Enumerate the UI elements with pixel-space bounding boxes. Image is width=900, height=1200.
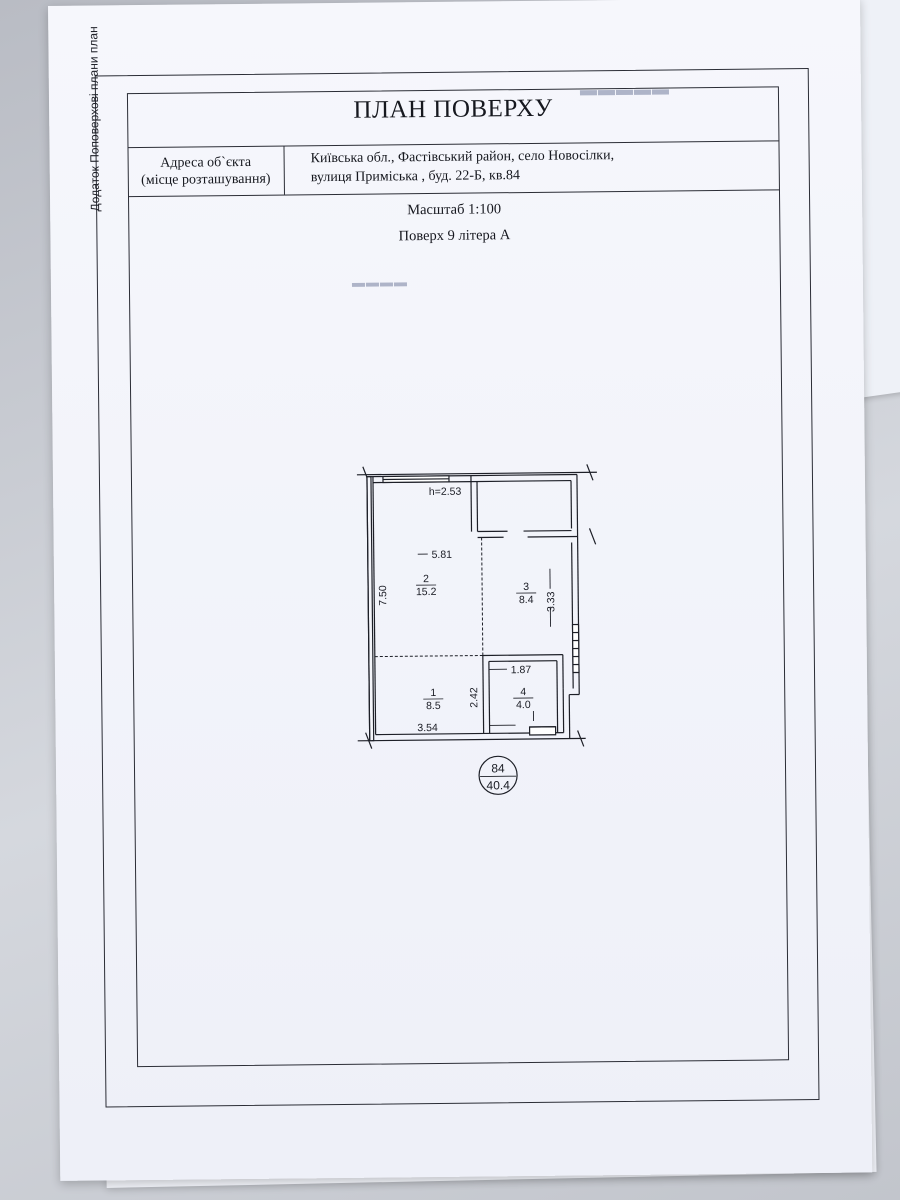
address-label: Адреса об`єкта (місце розташування) [127, 146, 285, 197]
room3-area: 8.4 [519, 594, 534, 606]
side-note-text: Додаток Поповерхові плани план [86, 26, 103, 212]
room2-number: 2 [423, 573, 429, 585]
page-title: ПЛАН ПОВЕРХУ [353, 94, 553, 124]
room1-number: 1 [430, 687, 436, 699]
room3-depth-dimension: 3.33 [545, 591, 557, 612]
total-depth-dimension: 7.50 [377, 585, 389, 606]
address-table: Адреса об`єкта (місце розташування) Київ… [127, 140, 780, 198]
show-through-mark: ▬▬▬▬ [350, 274, 407, 290]
side-note: Додаток Поповерхові плани план [86, 26, 116, 231]
room4-number: 4 [520, 686, 526, 698]
room4-depth-dimension: 2.42 [468, 687, 480, 708]
room2-area: 15.2 [416, 586, 437, 598]
address-label-line1: Адреса об`єкта [160, 154, 252, 171]
room2-width-dimension: 5.81 [431, 549, 452, 561]
apartment-number: 84 [491, 761, 505, 775]
apartment-badge [478, 755, 518, 795]
room4-width-dimension: 1.87 [511, 664, 532, 676]
room4-area: 4.0 [516, 699, 531, 711]
plan-sheet: Додаток Поповерхові плани план ▬▬▬▬▬ ▬▬▬… [48, 0, 873, 1181]
apartment-total-area: 40.4 [486, 778, 510, 792]
address-label-line2: (місце розташування) [141, 171, 271, 189]
address-line2: вулиця Приміська , буд. 22-Б, кв.84 [310, 168, 521, 186]
room1-area: 8.5 [426, 700, 441, 712]
room3-number: 3 [523, 581, 529, 593]
floor-plan-drawing: h=2.53 5.81 7.50 2 15.2 3 8.4 3.33 1 8.5… [356, 464, 597, 795]
address-value: Київська обл., Фастівський район, село Н… [284, 141, 779, 194]
room1-width-dimension: 3.54 [417, 722, 438, 734]
ceiling-height-label: h=2.53 [429, 486, 462, 498]
